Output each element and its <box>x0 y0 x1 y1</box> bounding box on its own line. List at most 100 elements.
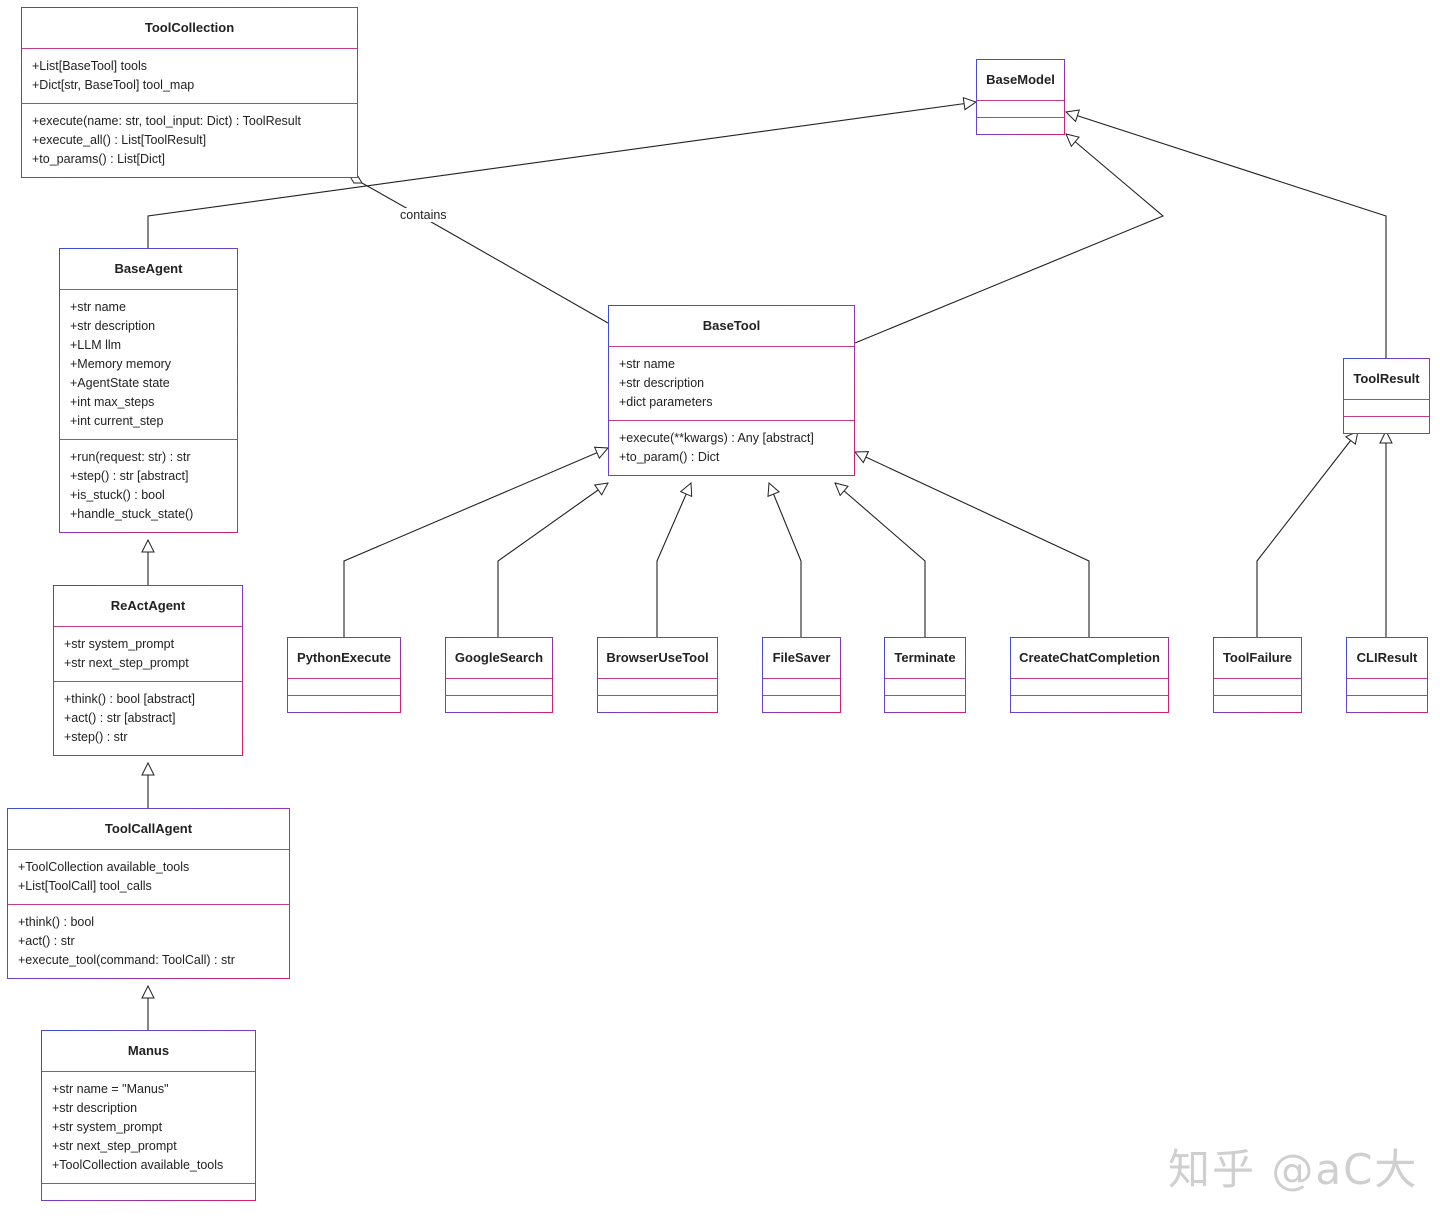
class-title: Terminate <box>894 650 956 665</box>
method: +think() : bool [abstract] <box>64 692 195 706</box>
attribute: +LLM llm <box>70 338 122 352</box>
methods-section <box>763 695 840 712</box>
methods-section: +think() : bool +act() : str +execute_to… <box>8 904 289 978</box>
class-title: ToolResult <box>1353 371 1420 386</box>
attribute: +str description <box>70 319 156 333</box>
class-browserusetool[interactable]: BrowserUseTool <box>597 637 718 713</box>
method: +execute(name: str, tool_input: Dict) : … <box>32 114 302 128</box>
method: +is_stuck() : bool <box>70 488 165 502</box>
edge-browserusetool-basetool <box>656 483 691 637</box>
watermark: 知乎 @aC大 <box>1168 1145 1419 1194</box>
method: +act() : str [abstract] <box>64 711 176 725</box>
attributes-section <box>885 678 965 695</box>
attribute: +AgentState state <box>70 376 170 390</box>
methods-section <box>1344 416 1429 433</box>
attributes-section <box>1214 678 1301 695</box>
class-manus[interactable]: Manus +str name = "Manus" +str descripti… <box>41 1030 256 1201</box>
method: +step() : str [abstract] <box>70 469 189 483</box>
methods-section: +think() : bool [abstract] +act() : str … <box>54 681 242 755</box>
attribute: +str next_step_prompt <box>52 1139 177 1153</box>
attribute: +dict parameters <box>619 395 713 409</box>
edge-googlesearch-basetool <box>497 483 608 637</box>
edge-terminate-basetool <box>835 483 926 637</box>
attributes-section: +List[BaseTool] tools +Dict[str, BaseToo… <box>22 48 357 103</box>
methods-section <box>977 117 1064 134</box>
class-createchatcompletion[interactable]: CreateChatCompletion <box>1010 637 1169 713</box>
class-title: Manus <box>127 1043 170 1058</box>
attribute: +int current_step <box>70 414 164 428</box>
edge-filesaver-basetool <box>769 483 802 637</box>
class-toolcallagent[interactable]: ToolCallAgent +ToolCollection available_… <box>7 808 290 979</box>
methods-section <box>598 695 717 712</box>
class-title: ToolCollection <box>144 20 235 35</box>
attribute: +str name <box>619 357 675 371</box>
methods-section: +run(request: str) : str +step() : str [… <box>60 439 237 532</box>
attribute: +Memory memory <box>70 357 172 371</box>
attribute: +str system_prompt <box>64 637 175 651</box>
method: +handle_stuck_state() <box>70 507 194 521</box>
attribute: +str description <box>52 1101 138 1115</box>
class-toolfailure[interactable]: ToolFailure <box>1213 637 1302 713</box>
methods-section <box>885 695 965 712</box>
attribute: +List[BaseTool] tools <box>32 59 147 73</box>
attributes-section <box>288 678 400 695</box>
method: +step() : str <box>64 730 128 744</box>
class-googlesearch[interactable]: GoogleSearch <box>445 637 553 713</box>
class-title: BaseAgent <box>114 261 183 276</box>
class-basetool[interactable]: BaseTool +str name +str description +dic… <box>608 305 855 476</box>
edge-toolcollection-basetool <box>348 175 609 324</box>
attribute: +ToolCollection available_tools <box>18 860 190 874</box>
attribute: +str system_prompt <box>52 1120 163 1134</box>
class-filesaver[interactable]: FileSaver <box>762 637 841 713</box>
method: +act() : str <box>18 934 75 948</box>
methods-section <box>1214 695 1301 712</box>
attributes-section: +str name = "Manus" +str description +st… <box>42 1071 255 1183</box>
attributes-section: +str system_prompt +str next_step_prompt <box>54 626 242 681</box>
attributes-section <box>763 678 840 695</box>
class-pythonexecute[interactable]: PythonExecute <box>287 637 401 713</box>
attributes-section <box>1344 399 1429 416</box>
attribute: +Dict[str, BaseTool] tool_map <box>32 78 195 92</box>
attribute: +str name <box>70 300 126 314</box>
edge-toolfailure-toolresult <box>1256 431 1358 637</box>
attribute: +str name = "Manus" <box>52 1082 169 1096</box>
methods-section <box>42 1183 255 1200</box>
methods-section <box>446 695 552 712</box>
edge-basetool-basemodel <box>854 134 1165 344</box>
method: +to_params() : List[Dict] <box>32 152 166 166</box>
attribute: +ToolCollection available_tools <box>52 1158 224 1172</box>
class-terminate[interactable]: Terminate <box>884 637 966 713</box>
method: +execute_tool(command: ToolCall) : str <box>18 953 235 967</box>
attributes-section <box>1347 678 1427 695</box>
attributes-section: +str name +str description +dict paramet… <box>609 346 854 420</box>
method: +think() : bool <box>18 915 95 929</box>
attributes-section <box>598 678 717 695</box>
class-title: BaseTool <box>702 318 761 333</box>
class-title: BrowserUseTool <box>606 650 709 665</box>
method: +execute_all() : List[ToolResult] <box>32 133 207 147</box>
class-toolcollection[interactable]: ToolCollection +List[BaseTool] tools +Di… <box>21 7 358 178</box>
class-title: ToolCallAgent <box>104 821 193 836</box>
edge-baseagent-basemodel <box>147 102 976 248</box>
class-basemodel[interactable]: BaseModel <box>976 59 1065 135</box>
attributes-section: +ToolCollection available_tools +List[To… <box>8 849 289 904</box>
method: +run(request: str) : str <box>70 450 191 464</box>
edge-pythonexecute-basetool <box>343 448 608 637</box>
methods-section <box>288 695 400 712</box>
class-title: ReActAgent <box>110 598 186 613</box>
edge-createchatcompletion-basetool <box>855 452 1090 637</box>
attributes-section: +str name +str description +LLM llm +Mem… <box>60 289 237 439</box>
class-reactagent[interactable]: ReActAgent +str system_prompt +str next_… <box>53 585 243 756</box>
methods-section: +execute(name: str, tool_input: Dict) : … <box>22 103 357 177</box>
method: +execute(**kwargs) : Any [abstract] <box>619 431 814 445</box>
class-baseagent[interactable]: BaseAgent +str name +str description +LL… <box>59 248 238 533</box>
attribute: +int max_steps <box>70 395 155 409</box>
class-title: FileSaver <box>772 650 831 665</box>
attribute: +str next_step_prompt <box>64 656 189 670</box>
class-title: BaseModel <box>986 72 1055 87</box>
methods-section: +execute(**kwargs) : Any [abstract] +to_… <box>609 420 854 475</box>
methods-section <box>1011 695 1168 712</box>
class-cliresult[interactable]: CLIResult <box>1346 637 1428 713</box>
class-toolresult[interactable]: ToolResult <box>1343 358 1430 434</box>
